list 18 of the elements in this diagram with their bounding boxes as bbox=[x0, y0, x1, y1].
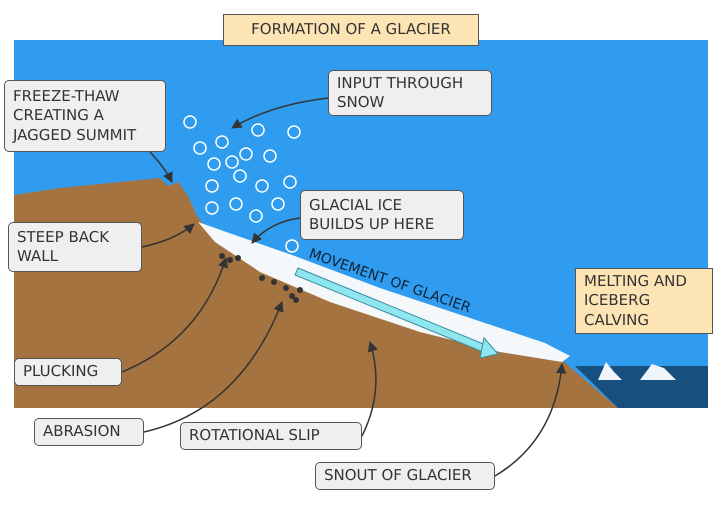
callout-label: STEEP BACK WALL bbox=[8, 222, 142, 272]
leader-line bbox=[142, 223, 195, 248]
leader-line bbox=[231, 97, 328, 129]
callout-label: FREEZE-THAW CREATING A JAGGED SUMMIT bbox=[4, 80, 166, 152]
leader-line bbox=[144, 301, 284, 433]
callout-label: GLACIAL ICE BUILDS UP HERE bbox=[300, 190, 464, 240]
callout-label: INPUT THROUGH SNOW bbox=[328, 70, 492, 116]
title-banner: FORMATION OF A GLACIER bbox=[223, 14, 479, 46]
callout-label: MELTING AND ICEBERG CALVING bbox=[575, 268, 713, 334]
callout-label: PLUCKING bbox=[14, 358, 122, 386]
callout-label: ABRASION bbox=[34, 418, 144, 446]
callout-label: ROTATIONAL SLIP bbox=[180, 422, 362, 450]
leader-line bbox=[361, 341, 378, 436]
leader-line bbox=[122, 257, 228, 373]
leader-line bbox=[149, 152, 173, 183]
leader-line bbox=[494, 362, 566, 477]
callout-label: SNOUT OF GLACIER bbox=[315, 462, 495, 490]
leader-line bbox=[251, 217, 300, 244]
